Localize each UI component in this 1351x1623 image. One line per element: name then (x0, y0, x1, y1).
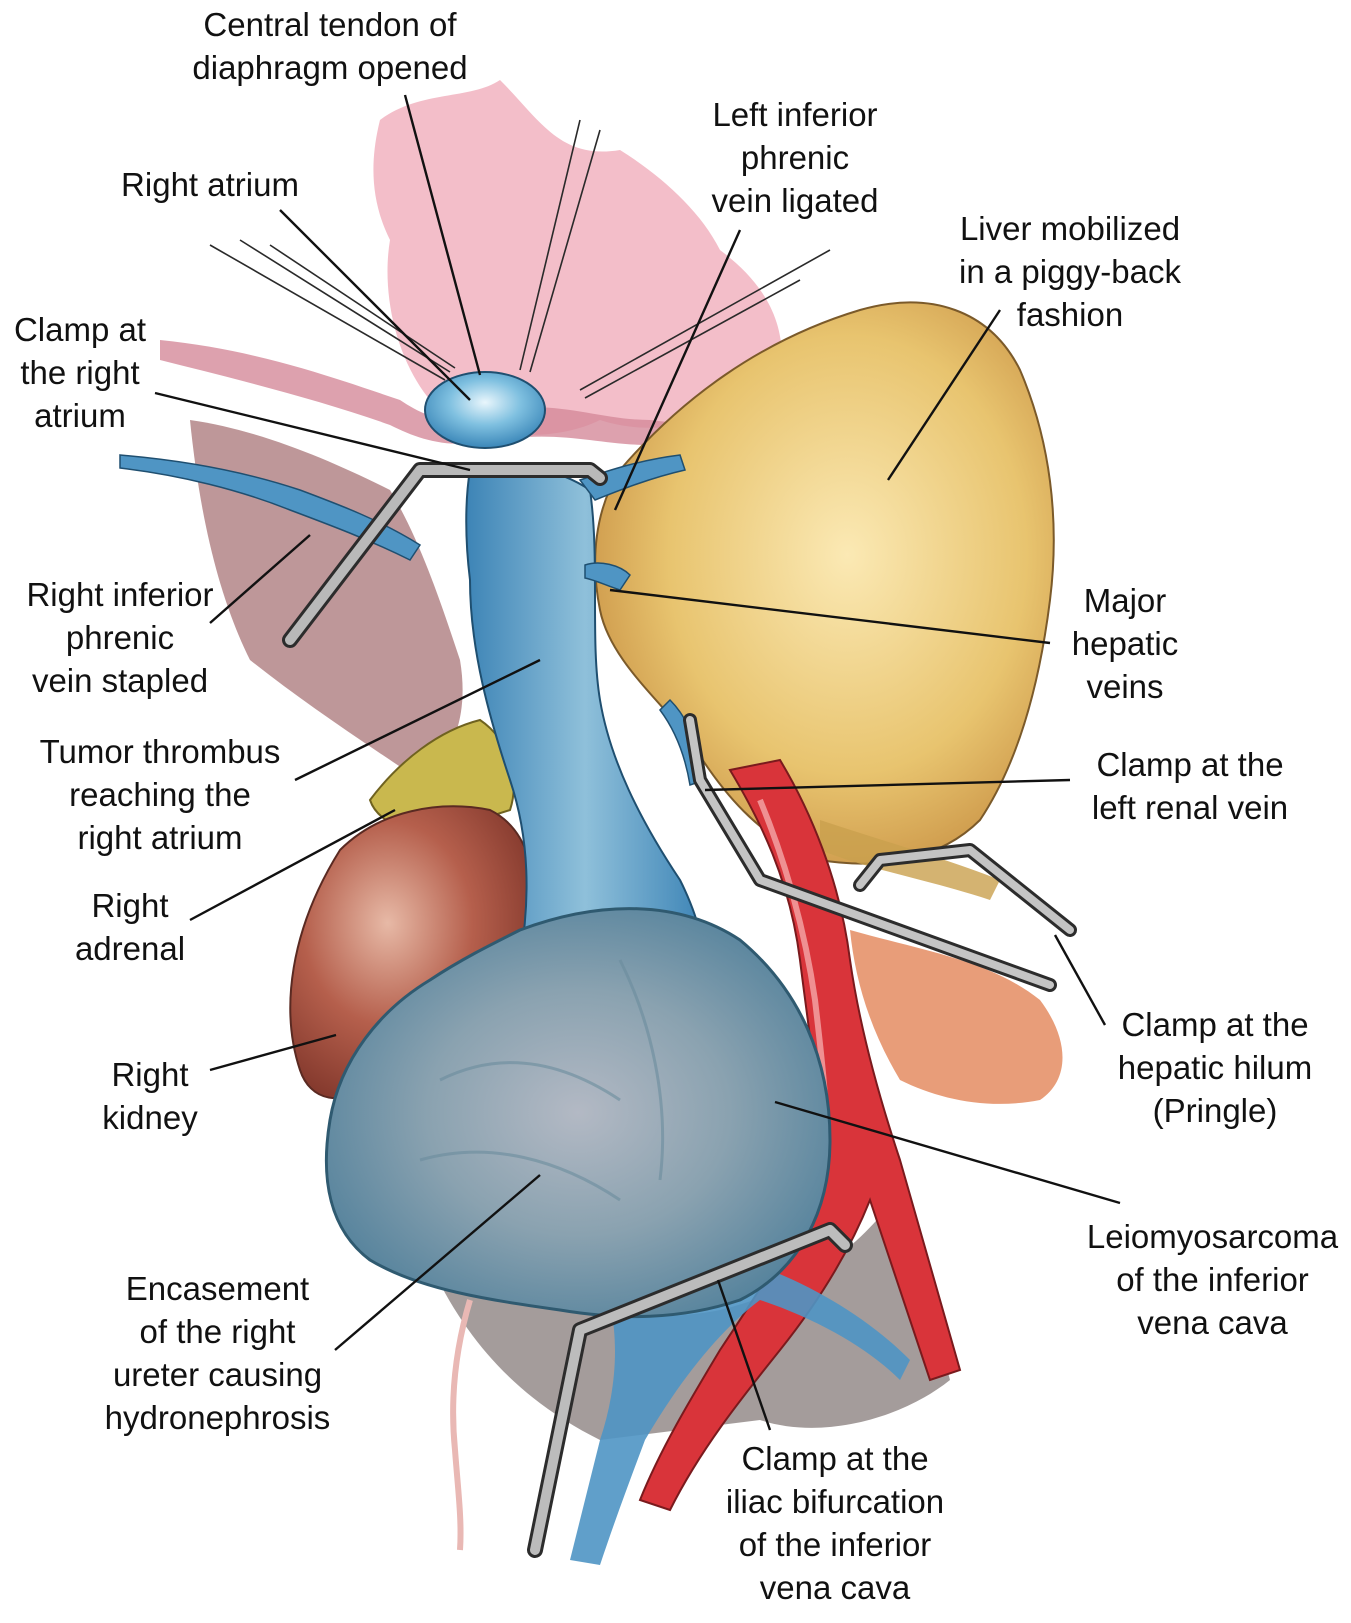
leader-right-adrenal (189, 808, 396, 922)
leader-leiomyosarcoma (774, 1100, 1121, 1205)
label-clamp-atrium: Clamp at the right atrium (0, 308, 160, 437)
label-clamp-hilum: Clamp at the hepatic hilum (Pringle) (1090, 1003, 1340, 1132)
label-line: Tumor thrombus (39, 733, 281, 770)
label-right-phrenic: Right inferior phrenic vein stapled (5, 573, 235, 702)
label-line: adrenal (74, 930, 186, 967)
label-line: right atrium (77, 819, 243, 856)
label-line: of the inferior (738, 1526, 932, 1563)
label-line: Clamp at the (741, 1440, 929, 1477)
label-line: vena cava (759, 1569, 911, 1606)
leader-right-phrenic (209, 534, 311, 624)
right-phrenic-vein-shape (119, 454, 422, 561)
leader-liver (886, 309, 1002, 481)
label-line: (Pringle) (1152, 1092, 1278, 1129)
label-right-adrenal: Right adrenal (55, 884, 205, 970)
label-line: vein stapled (31, 662, 209, 699)
label-line: veins (1086, 668, 1164, 705)
label-line: Clamp at the (1096, 746, 1284, 783)
label-clamp-iliac: Clamp at the iliac bifurcation of the in… (705, 1437, 965, 1609)
label-line: Encasement (125, 1270, 310, 1307)
label-line: Clamp at the (1121, 1006, 1309, 1043)
leader-tumor-thrombus (294, 658, 541, 782)
label-line: Right (111, 1056, 189, 1093)
leader-lines (154, 94, 1121, 1431)
label-line: atrium (34, 397, 126, 434)
iliac-vein-shape (570, 1270, 910, 1565)
label-right-atrium: Right atrium (100, 163, 320, 206)
label-line: phrenic (740, 139, 850, 176)
label-line: vein ligated (711, 182, 879, 219)
duodenum-shape (850, 930, 1063, 1104)
label-line: Major (1083, 582, 1167, 619)
label-line: Liver mobilized (959, 210, 1181, 247)
label-line: Central tendon of (203, 6, 457, 43)
label-line: of the right (139, 1313, 296, 1350)
leader-encasement (334, 1174, 541, 1351)
leader-right-atrium (279, 209, 471, 401)
label-line: the right (20, 354, 140, 391)
label-line: diaphragm opened (192, 49, 468, 86)
label-line: fashion (1016, 296, 1124, 333)
label-line: vena cava (1137, 1304, 1288, 1341)
label-liver: Liver mobilized in a piggy-back fashion (935, 207, 1205, 336)
label-line: reaching the (69, 776, 251, 813)
label-line: Right (91, 887, 169, 924)
leader-clamp-renal (704, 778, 1071, 792)
leader-clamp-atrium (154, 391, 471, 472)
leader-major-hepatic (609, 588, 1051, 645)
leader-left-phrenic (613, 229, 742, 511)
label-right-kidney: Right kidney (80, 1053, 220, 1139)
label-line: hepatic hilum (1117, 1049, 1313, 1086)
label-line: Right inferior (26, 576, 214, 613)
label-line: left renal vein (1091, 789, 1289, 826)
leader-right-kidney (209, 1033, 337, 1072)
label-line: hydronephrosis (104, 1399, 331, 1436)
clamps (282, 462, 1077, 1558)
label-central-tendon: Central tendon of diaphragm opened (180, 3, 480, 89)
traction-sutures (209, 119, 831, 399)
leader-central-tendon (403, 94, 482, 376)
label-line: Right atrium (121, 166, 299, 203)
label-line: hepatic (1071, 625, 1179, 662)
label-line: in a piggy-back (959, 253, 1181, 290)
label-line: iliac bifurcation (725, 1483, 945, 1520)
label-line: ureter causing (112, 1356, 323, 1393)
label-line: Clamp at (13, 311, 147, 348)
label-line: kidney (102, 1099, 198, 1136)
label-left-phrenic: Left inferior phrenic vein ligated (680, 93, 910, 222)
label-line: phrenic (65, 619, 175, 656)
leader-clamp-iliac (716, 1279, 772, 1431)
label-line: of the inferior (1116, 1261, 1309, 1298)
leader-clamp-hilum (1053, 934, 1107, 1026)
liver-shape (594, 301, 1055, 865)
ureter-shape (450, 1299, 473, 1551)
label-tumor-thrombus: Tumor thrombus reaching the right atrium (20, 730, 300, 859)
label-clamp-renal: Clamp at the left renal vein (1060, 743, 1320, 829)
label-major-hepatic: Major hepatic veins (1040, 579, 1210, 708)
label-line: Left inferior (712, 96, 878, 133)
label-line: Leiomyosarcoma (1086, 1218, 1339, 1255)
right-atrium-shape (424, 371, 546, 449)
label-encasement: Encasement of the right ureter causing h… (90, 1267, 345, 1439)
label-leiomyosarcoma: Leiomyosarcoma of the inferior vena cava (1080, 1215, 1345, 1344)
tumor-texture (419, 959, 665, 1202)
